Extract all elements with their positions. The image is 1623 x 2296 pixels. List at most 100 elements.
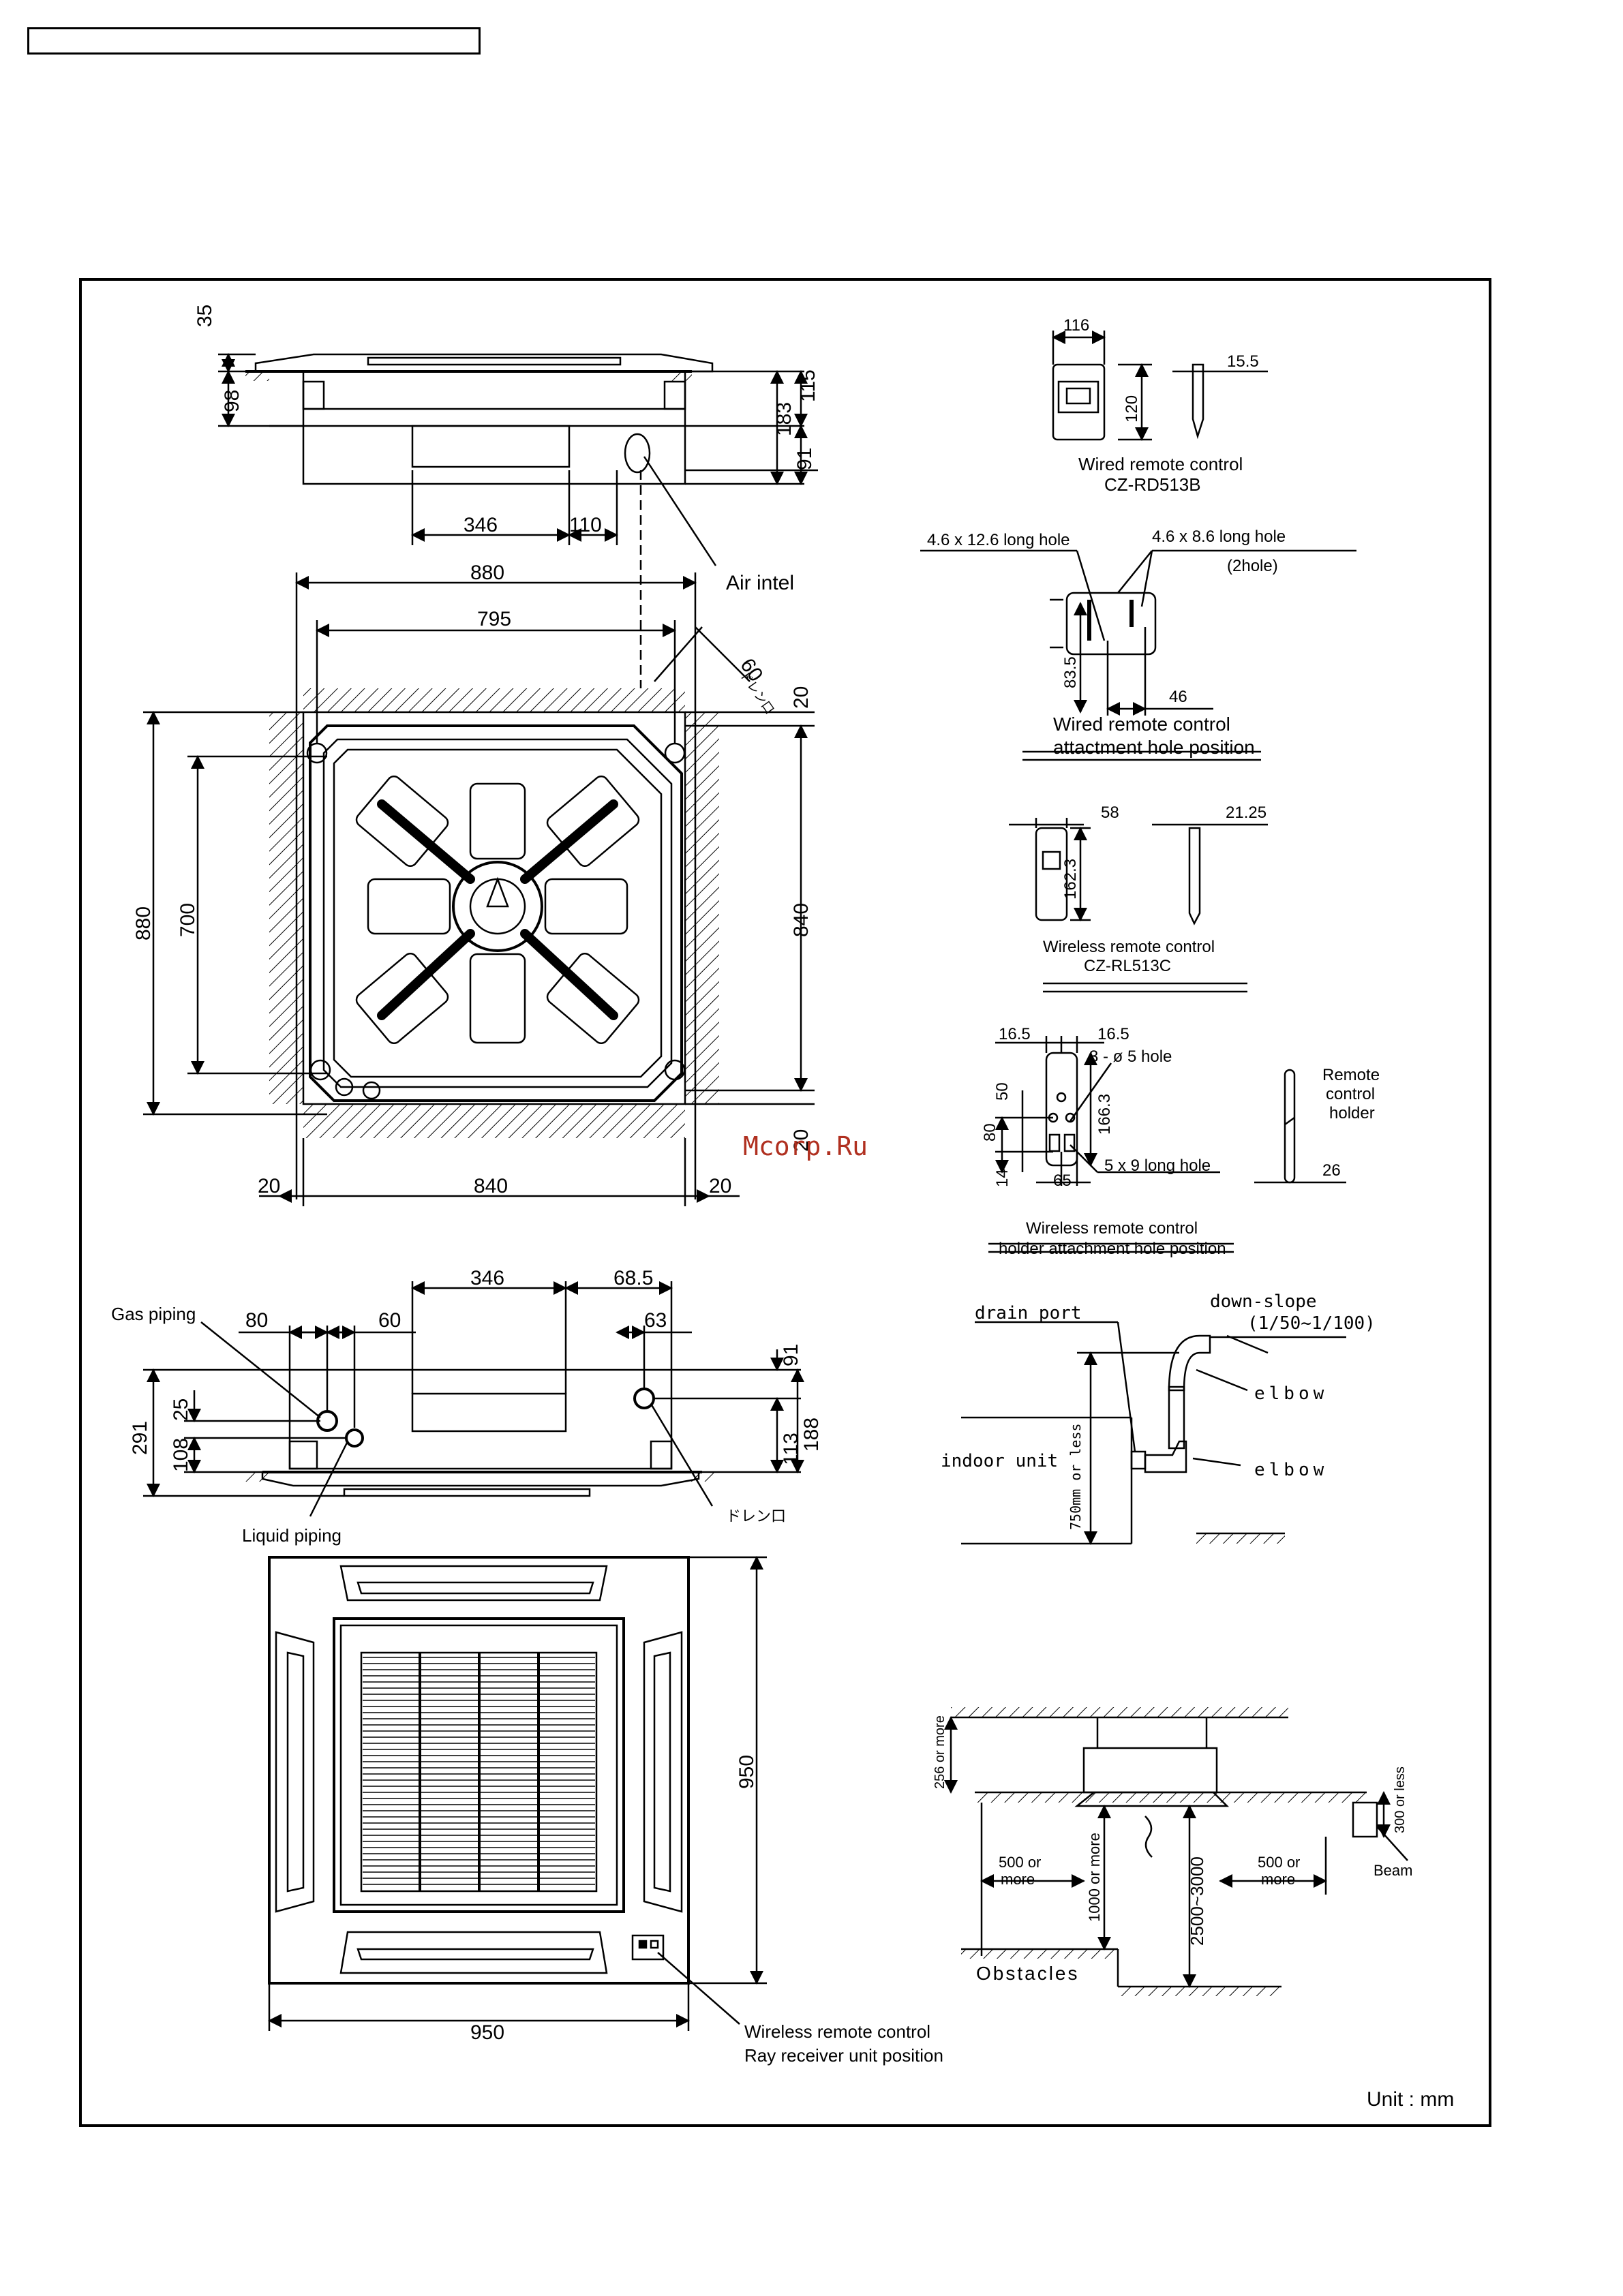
dim-50: 50 [993, 1082, 1012, 1101]
height-range: 2500~3000 [1187, 1856, 1207, 1946]
dim-21-25: 21.25 [1226, 803, 1266, 822]
clearance-diagram [944, 1707, 1408, 1996]
side-left-1: 500 or [999, 1854, 1041, 1871]
dim-63: 63 [644, 1309, 667, 1332]
wireless-holder-drawing [988, 1036, 1346, 1253]
dim-840-bottom: 840 [474, 1175, 508, 1197]
dim-60-front: 60 [378, 1309, 401, 1332]
wireless-remote-drawing [1009, 818, 1268, 993]
dim-120: 120 [1123, 395, 1141, 423]
side-view-dims: 35 98 183 91 115 346 110 Air intel [194, 305, 819, 594]
dim-346: 346 [464, 514, 498, 536]
hole-5x9: 5 x 9 long hole [1104, 1157, 1211, 1175]
receiver-label-2: Ray receiver unit position [744, 2045, 943, 2066]
obstacles-label: Obstacles [976, 1963, 1080, 1984]
wired-remote-text: 116 120 15.5 Wired remote control CZ-RD5… [1063, 316, 1259, 495]
holder-title2: holder attachment hole position [999, 1240, 1226, 1258]
panel-view [268, 1556, 767, 2031]
hole-12-6: 4.6 x 12.6 long hole [927, 531, 1070, 549]
dim-20-right: 20 [709, 1175, 731, 1197]
min-height: 1000 or more [1086, 1833, 1103, 1922]
hole-count: (2hole) [1227, 557, 1278, 575]
drain-diagram [961, 1321, 1346, 1545]
dim-116: 116 [1063, 316, 1089, 335]
watermark: Mcorp.Ru [743, 1131, 868, 1161]
wired-remote-drawing [1052, 331, 1268, 441]
wireless-remote-label: Wireless remote control [1043, 938, 1215, 956]
elbow-label-2: elbow [1254, 1460, 1328, 1480]
dim-83-5: 83.5 [1061, 656, 1080, 688]
side-right-1: 500 or [1258, 1854, 1300, 1871]
dim-14: 14 [993, 1169, 1012, 1187]
hole-8-6: 4.6 x 8.6 long hole [1152, 527, 1286, 546]
side-right-2: more [1261, 1871, 1295, 1888]
drain-port-label: drain port [975, 1303, 1082, 1323]
dim-16-5-left: 16.5 [999, 1025, 1031, 1043]
side-view [218, 353, 818, 688]
elbow-label-1: elbow [1254, 1383, 1328, 1404]
indoor-unit-label: indoor unit [941, 1451, 1058, 1471]
dim-26: 26 [1322, 1161, 1341, 1180]
top-view [143, 572, 815, 1206]
dim-795: 795 [477, 608, 511, 630]
dim-58: 58 [1101, 803, 1119, 822]
wired-remote-model: CZ-RD513B [1104, 474, 1201, 495]
dim-25: 25 [170, 1398, 192, 1421]
dim-91: 91 [793, 448, 816, 470]
wireless-remote-model: CZ-RL513C [1084, 957, 1171, 975]
slope-ratio: (1/50~1/100) [1247, 1313, 1376, 1334]
dim-700: 700 [177, 903, 199, 937]
wired-holes-text: 4.6 x 12.6 long hole 4.6 x 8.6 long hole… [927, 527, 1286, 758]
holder-label-2: control [1326, 1085, 1375, 1103]
hole-5: 3 - ø 5 hole [1089, 1047, 1172, 1066]
receiver-label-1: Wireless remote control [744, 2021, 930, 2042]
header-box [27, 27, 481, 55]
dim-68-5: 68.5 [613, 1267, 653, 1289]
dim-108: 108 [170, 1438, 192, 1472]
dim-20-top: 20 [790, 686, 813, 709]
dim-188: 188 [800, 1418, 823, 1452]
dim-98: 98 [221, 390, 243, 412]
dim-110: 110 [569, 514, 602, 536]
front-view [143, 1281, 804, 1517]
wireless-holder-text: 16.5 16.5 50 80 14 65 166.3 26 3 - ø 5 h… [981, 1025, 1380, 1258]
unit-label: Unit : mm [1367, 2088, 1454, 2111]
dim-113: 113 [780, 1433, 802, 1465]
front-view-dims: 346 68.5 80 60 63 91 291 25 108 113 188 … [111, 1267, 823, 1546]
clearance-text: 256 or more 500 or more 500 or more 1000… [932, 1715, 1412, 1984]
wired-holes-drawing [920, 549, 1356, 761]
dim-840-right: 840 [790, 903, 813, 937]
wired-remote-label: Wired remote control [1078, 454, 1243, 474]
beam-label: Beam [1374, 1862, 1412, 1879]
dim-35: 35 [194, 305, 216, 327]
gas-piping-label: Gas piping [111, 1304, 196, 1324]
panel-view-text: 950 950 Wireless remote control Ray rece… [470, 1755, 943, 2066]
dim-162-3: 162.3 [1061, 859, 1080, 900]
holder-title1: Wireless remote control [1026, 1219, 1198, 1238]
holder-label-3: holder [1329, 1104, 1375, 1122]
drain-diagram-text: drain port down-slope (1/50~1/100) elbow… [941, 1291, 1376, 1530]
dim-80-front: 80 [245, 1309, 268, 1332]
down-slope-label: down-slope [1210, 1291, 1317, 1312]
dim-91-front: 91 [780, 1344, 802, 1366]
dim-166-3: 166.3 [1095, 1094, 1114, 1135]
air-inlet-label: Air intel [726, 572, 794, 594]
wired-holes-title2: attactment hole position [1053, 737, 1255, 758]
beam-dim: 300 or less [1393, 1766, 1408, 1833]
dim-80: 80 [981, 1123, 999, 1142]
dim-15-5: 15.5 [1227, 352, 1259, 371]
dim-183: 183 [773, 402, 795, 436]
dim-880-top: 880 [470, 562, 504, 584]
drain-note-front: ドレン口 [726, 1507, 786, 1525]
dim-46: 46 [1169, 688, 1187, 706]
liquid-piping-label: Liquid piping [242, 1525, 342, 1546]
drawing-frame [79, 278, 1491, 2127]
dim-65: 65 [1053, 1172, 1072, 1190]
top-dim: 256 or more [932, 1715, 947, 1789]
dim-880-left: 880 [132, 906, 155, 940]
dim-950-bottom: 950 [470, 2021, 504, 2044]
wireless-remote-text: 58 21.25 162.3 Wireless remote control C… [1043, 803, 1266, 975]
dim-115: 115 [797, 369, 819, 402]
dim-16-5-right: 16.5 [1097, 1025, 1129, 1043]
